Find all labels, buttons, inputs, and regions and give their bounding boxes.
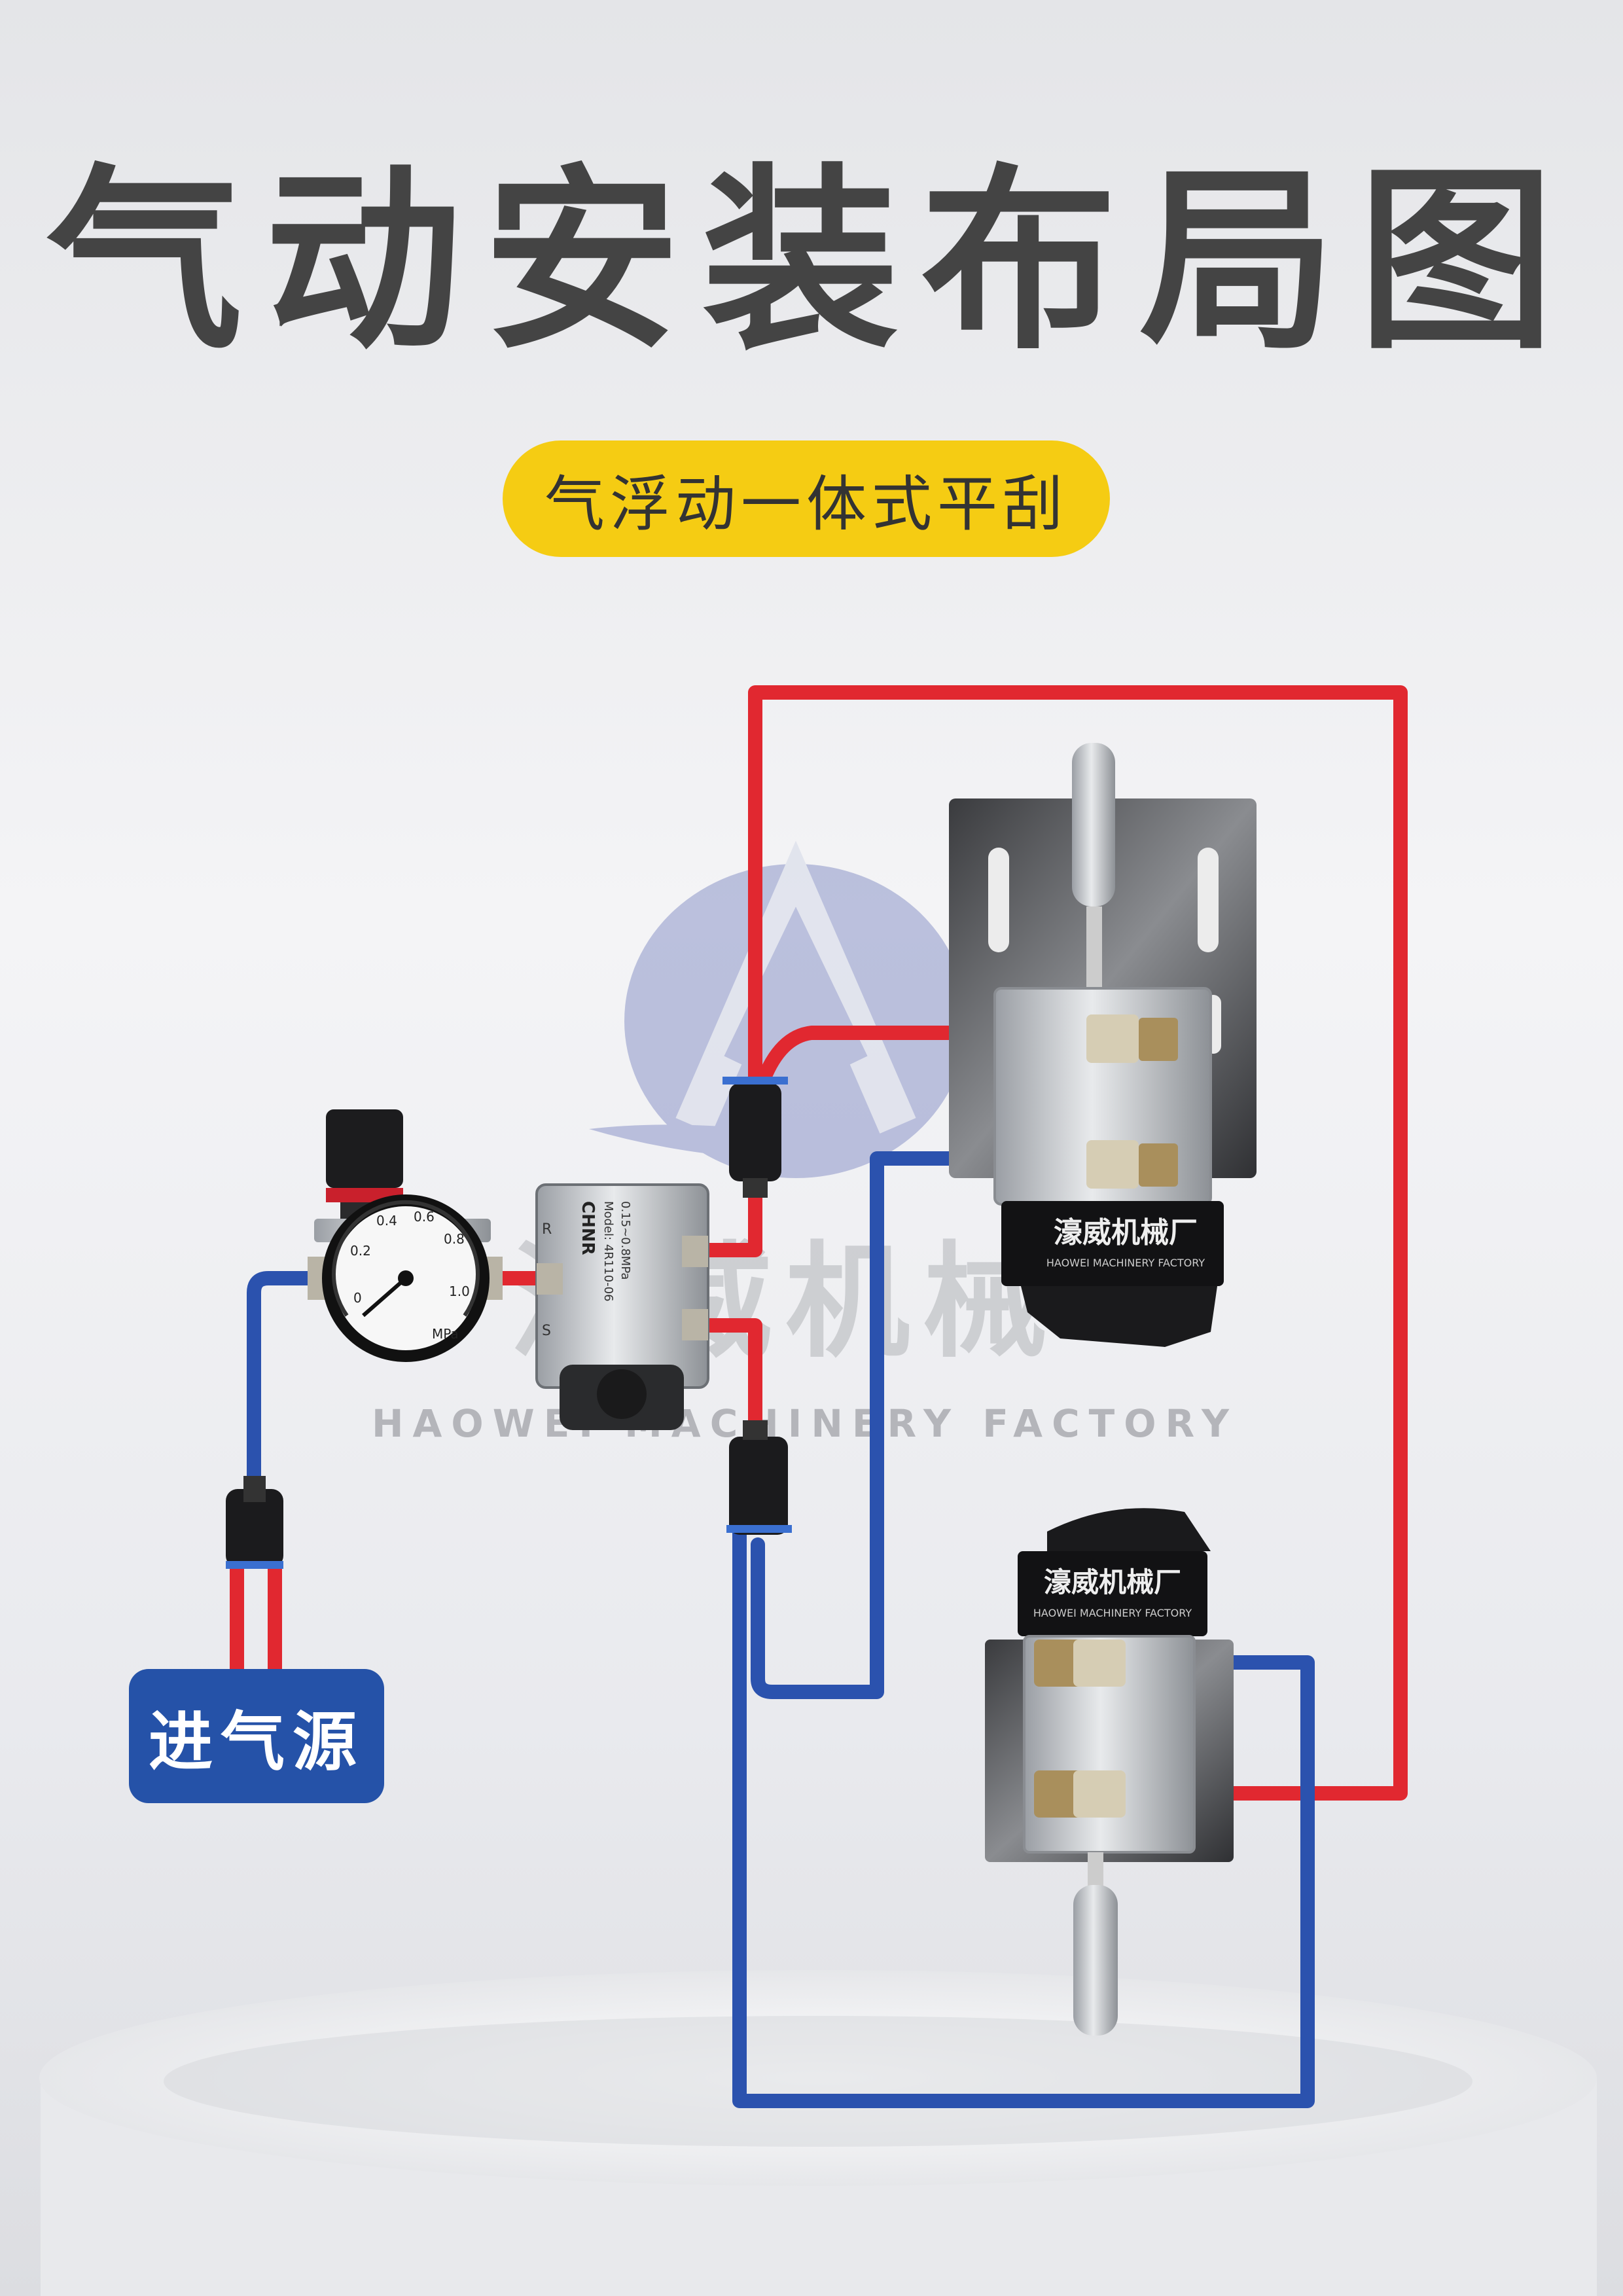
subtitle-badge: 气浮动一体式平刮 [503,440,1110,557]
lower-nameplate-cn: 濠威机械厂 [1044,1566,1181,1598]
upper-nameplate-cn: 濠威机械厂 [1054,1216,1198,1249]
pressure-gauge: 0 0.2 0.4 0.6 0.8 1.0 MPa [322,1194,490,1362]
y-fitting-source [226,1476,283,1569]
gauge-tick-0: 0 [353,1290,362,1306]
gauge-tick-4: 0.8 [444,1231,465,1247]
gauge-tick-1: 0.2 [350,1243,371,1259]
gauge-unit: MPa [432,1326,459,1342]
blue-tubes [247,1151,1315,2108]
gauge-tick-2: 0.4 [376,1213,397,1229]
upper-nameplate-en: HAOWEI MACHINERY FACTORY [1046,1257,1205,1269]
valve-brand: CHNR [578,1201,597,1255]
valve-port-s: S [542,1323,551,1339]
lower-nameplate-en: HAOWEI MACHINERY FACTORY [1033,1607,1192,1619]
lower-scraper-unit: 濠威机械厂 HAOWEI MACHINERY FACTORY [985,1508,1234,2036]
valve-model: Model: 4R110-06 [601,1201,615,1302]
upper-scraper-unit: 濠威机械厂 HAOWEI MACHINERY FACTORY [949,743,1257,1347]
air-source-label: 进气源 [129,1669,384,1803]
gauge-tick-3: 0.6 [414,1209,435,1225]
valve-pressure: 0.15~0.8MPa [618,1201,632,1280]
page-title: 气动安装布局图 [46,147,1577,376]
watermark-brand-en: HAOWEI MACHINERY FACTORY [372,1401,1238,1446]
y-fitting-lower [726,1420,792,1535]
solenoid-valve: CHNR Model: 4R110-06 0.15~0.8MPa R P S [535,1183,709,1430]
y-fitting-upper [722,1077,788,1198]
gauge-tick-5: 1.0 [449,1283,470,1299]
valve-port-r: R [542,1221,552,1238]
pedestal [39,1970,1597,2296]
